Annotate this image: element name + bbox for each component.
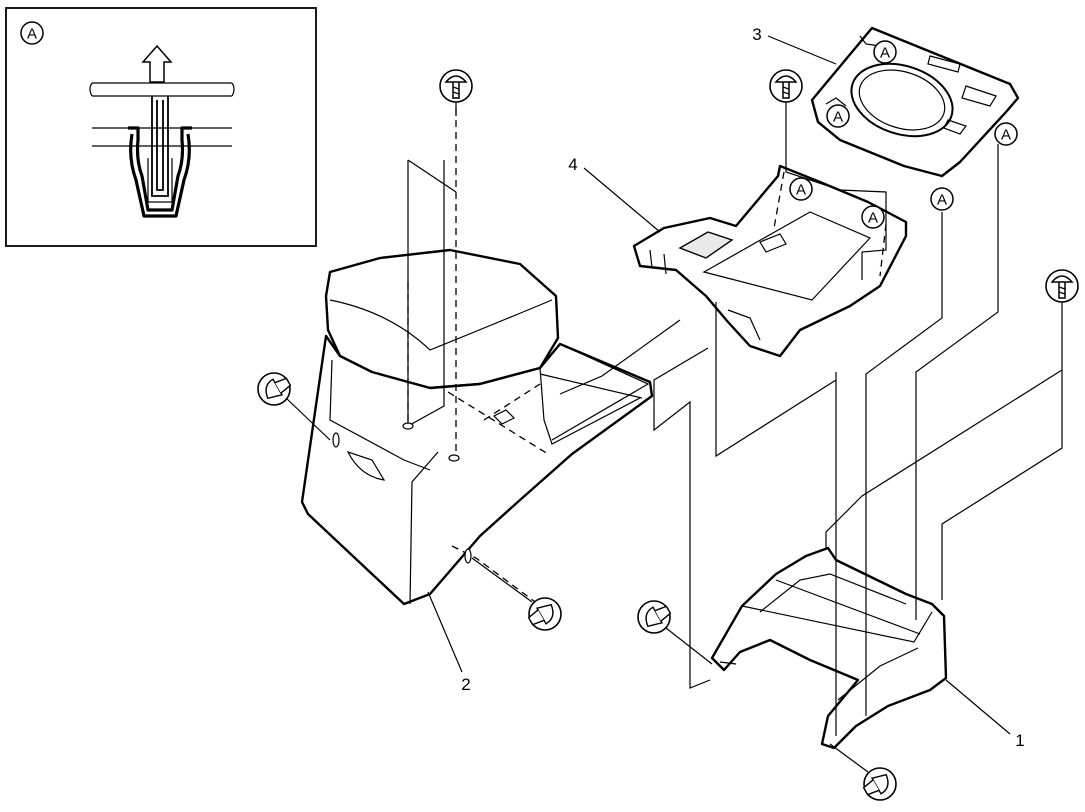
svg-text:A: A [796,182,806,199]
screw-icon [829,743,897,801]
callout-4: 4 [568,155,577,174]
callout-1: 1 [1015,731,1024,750]
part-2-armrest-console [300,248,654,606]
svg-text:A: A [868,210,878,227]
inset-label: A [27,26,37,43]
screw-icon [471,557,562,631]
screw-icon [637,600,713,665]
push-clip-icon [439,69,473,116]
callout-2: 2 [461,675,470,694]
alignment-lines [407,100,1063,736]
part-3-upper-panel [810,26,1020,178]
clip-a-markers-part-4: A A [789,177,885,229]
detail-inset-a: A [5,7,317,247]
clip-a-markers-part-3: A A A A [826,40,1018,211]
svg-text:A: A [833,109,843,126]
part-4-console-tray [632,164,908,358]
push-clip-icon [1045,269,1079,303]
mounting-holes [332,409,516,564]
svg-text:A: A [937,192,947,209]
pull-direction-arrow-icon [141,44,173,83]
screw-icon [257,372,331,441]
push-clip-icon [769,69,803,103]
callout-3: 3 [752,25,761,44]
svg-text:A: A [1001,127,1011,144]
svg-text:A: A [880,45,890,62]
clip-cross-section [128,96,192,218]
part-1-mounting-bracket [710,546,948,750]
hidden-lines [407,108,887,611]
inset-label-badge: A [20,21,44,45]
